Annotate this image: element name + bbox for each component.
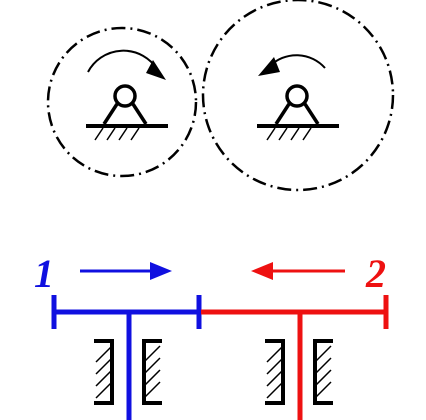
part-2-right-bearing-icon	[313, 339, 333, 405]
left-pivot-support-icon	[86, 84, 168, 141]
part-2-label: 2	[365, 251, 386, 296]
left-gear-pitch-circle	[46, 26, 198, 178]
right-gear-arrowhead-icon	[258, 57, 280, 76]
right-gear	[201, 0, 395, 192]
left-gear-arrowhead-icon	[146, 60, 166, 80]
part-1-left-bearing-icon	[94, 339, 114, 405]
right-gear-rotation-arrow-icon	[269, 54, 326, 69]
left-gear	[46, 26, 198, 178]
part-1-right-bearing-icon	[142, 339, 162, 405]
part-2-motion-arrow-icon	[251, 262, 345, 280]
right-gear-pitch-circle	[201, 0, 395, 192]
right-pivot-support-icon	[257, 84, 339, 141]
part-1-label: 1	[34, 251, 54, 296]
part-1-assembly: 1	[34, 251, 202, 420]
part-2-assembly: 2	[201, 251, 389, 420]
part-1-motion-arrow-icon	[80, 262, 172, 280]
left-gear-rotation-arrow-icon	[87, 49, 158, 73]
part-2-left-bearing-icon	[265, 339, 285, 405]
part-2-crossbar	[201, 295, 389, 329]
